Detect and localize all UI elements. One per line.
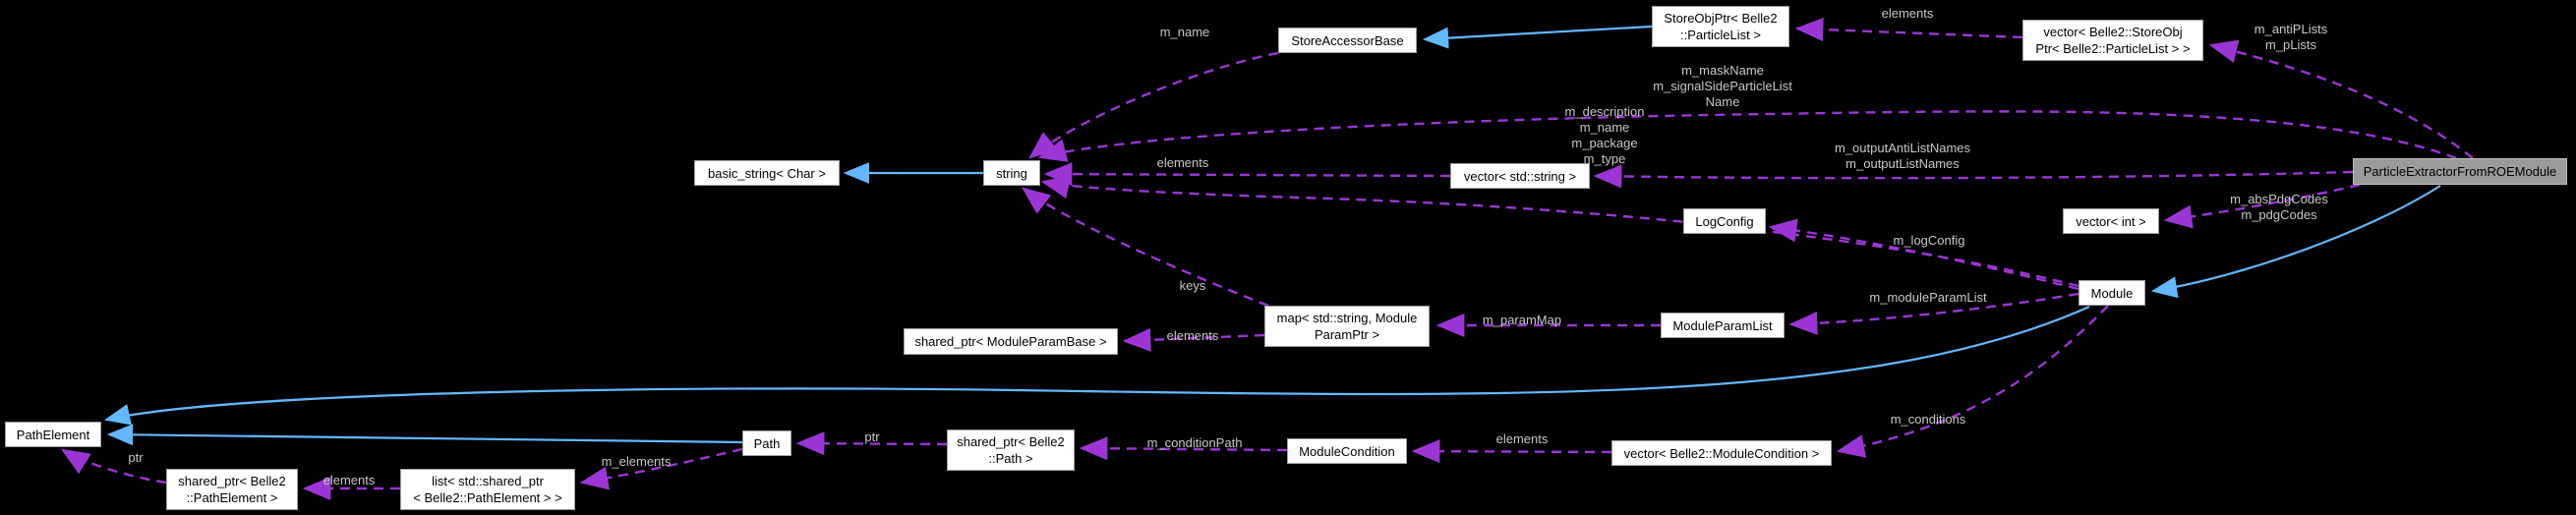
usage-arrow-sharedptrpath-path: [795, 431, 948, 456]
usage-arrow-main-vectorstring: [1593, 164, 2354, 189]
edge-label-keys: keys: [1179, 278, 1206, 293]
usage-arrow-map-string-keys: [1022, 187, 1269, 308]
usage-arrow-vectorstring-string: [1043, 162, 1451, 187]
node-path-element[interactable]: PathElement: [5, 422, 101, 447]
edge-label-ptr-pathelement: ptr: [128, 450, 144, 465]
node-basic-string-char[interactable]: basic_string< Char >: [694, 160, 840, 186]
node-vector-int[interactable]: vector< int >: [2063, 208, 2159, 234]
edge-label-m-logconfig: m_logConfig: [1893, 233, 1965, 248]
usage-arrow-module-logconfig: [1768, 218, 2079, 291]
inherit-arrow-main-module: [2150, 185, 2441, 299]
node-vector-std-string[interactable]: vector< std::string >: [1450, 163, 1590, 189]
node-module-param-list[interactable]: ModuleParamList: [1661, 313, 1785, 338]
edge-label-m-conditionpath: m_conditionPath: [1146, 435, 1243, 450]
usage-arrow-storeaccessorbase-string: [1028, 51, 1279, 159]
usage-arrow-vectorstoreobjptr-storeobjptr: [1794, 18, 2023, 42]
usage-arrow-module-vectormodulecondition: [1836, 305, 2109, 458]
edge-label-m-antiplists-m-plists: m_antiPLists m_pLists: [2254, 22, 2328, 52]
node-shared-ptr-path[interactable]: shared_ptr< Belle2 ::Path >: [947, 429, 1075, 471]
inherit-arrow-module-pathelement: [103, 305, 2090, 426]
node-list-shared-ptr-path-element[interactable]: list< std::shared_ptr < Belle2::PathElem…: [400, 469, 575, 510]
node-map-string-module-param-ptr[interactable]: map< std::string, Module ParamPtr >: [1264, 306, 1430, 347]
node-string[interactable]: string: [983, 160, 1040, 186]
node-shared-ptr-module-param-base[interactable]: shared_ptr< ModuleParamBase >: [904, 328, 1118, 355]
edge-label-m-conditions: m_conditions: [1890, 412, 1966, 427]
edge-label-m-abspdgcodes-m-pdgcodes: m_absPdgCodes m_pdgCodes: [2230, 192, 2328, 222]
node-path[interactable]: Path: [742, 430, 791, 456]
node-particle-extractor-from-roe-module[interactable]: ParticleExtractorFromROEModule: [2353, 158, 2567, 185]
edge-label-m-description-name-package-type: m_description m_name m_package m_type: [1564, 104, 1645, 166]
edge-label-elements-string: elements: [1156, 155, 1209, 170]
usage-arrow-modulecondition-sharedptrpath: [1079, 436, 1288, 461]
node-store-accessor-base[interactable]: StoreAccessorBase: [1278, 28, 1417, 53]
edge-label-m-moduleparamlist: m_moduleParamList: [1869, 290, 1987, 305]
node-vector-store-obj-ptr[interactable]: vector< Belle2::StoreObj Ptr< Belle2::Pa…: [2022, 20, 2203, 61]
edge-label-elements-pathelement: elements: [322, 473, 376, 487]
node-module-condition[interactable]: ModuleCondition: [1287, 438, 1407, 464]
edge-label-elements-conditions: elements: [1495, 431, 1549, 446]
edge-label-ptr-path: ptr: [864, 429, 880, 444]
usage-arrow-vectormc-modulecondition: [1411, 439, 1612, 464]
usage-arrow-module-string-descr: [1040, 175, 2079, 288]
edge-label-m-output-list-names: m_outputAntiListNames m_outputListNames: [1834, 141, 1971, 171]
node-store-obj-ptr-particle-list[interactable]: StoreObjPtr< Belle2 ::ParticleList >: [1652, 6, 1789, 47]
edge-label-m-maskname-signalside: m_maskName m_signalSideParticleList Name: [1653, 63, 1792, 109]
usage-arrow-main-vectorint: [2163, 183, 2361, 229]
edge-label-elements-storeobjptr: elements: [1881, 6, 1934, 21]
usage-arrow-main-vectorstoreobjptr: [2208, 39, 2474, 159]
usage-arrow-path-list: [579, 447, 743, 490]
node-shared-ptr-path-element[interactable]: shared_ptr< Belle2 ::PathElement >: [166, 469, 298, 510]
inherit-arrow-storeobjptr-storeaccessorbase: [1422, 25, 1653, 49]
edge-label-elements-param: elements: [1166, 328, 1219, 343]
node-module[interactable]: Module: [2078, 280, 2145, 306]
node-log-config[interactable]: LogConfig: [1683, 208, 1766, 234]
usage-arrow-module-moduleparamlist: [1788, 292, 2079, 336]
usage-arrow-map-sharedptrmpb: [1122, 327, 1265, 352]
node-vector-module-condition[interactable]: vector< Belle2::ModuleCondition >: [1611, 440, 1832, 466]
edge-label-m-name: m_name: [1159, 25, 1210, 39]
usage-arrow-sharedptrpathelement-pathelement: [60, 448, 167, 485]
edge-label-m-elements: m_elements: [601, 454, 672, 469]
usage-arrow-main-string-masknames: [1037, 110, 2457, 162]
edge-label-m-parammap: m_paramMap: [1482, 313, 1562, 327]
inherit-arrow-path-pathelement: [106, 424, 743, 446]
